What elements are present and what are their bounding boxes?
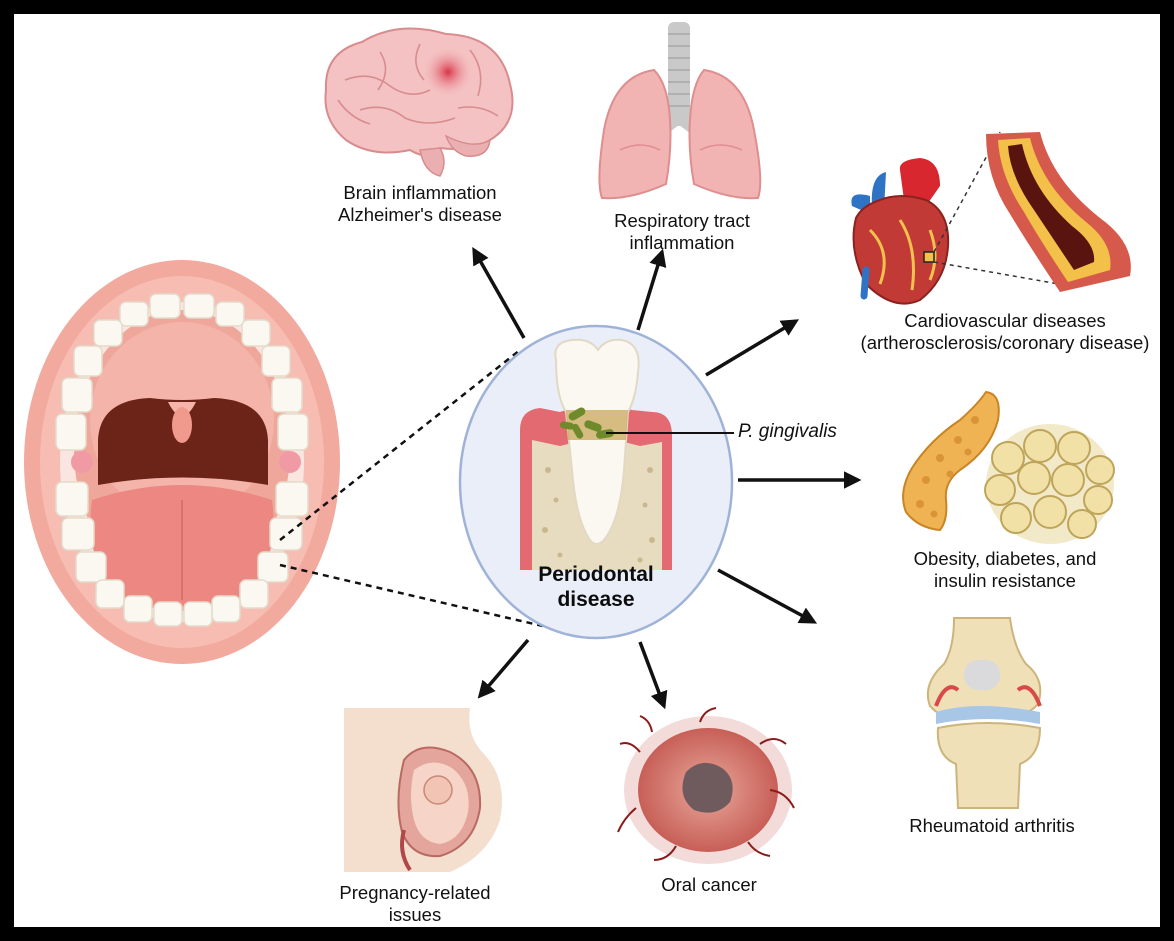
respiratory-label: Respiratory tract inflammation bbox=[572, 210, 792, 254]
lungs-icon bbox=[599, 22, 760, 198]
tumor-icon bbox=[618, 708, 794, 864]
cardiovascular-label: Cardiovascular diseases (artherosclerosi… bbox=[842, 310, 1168, 354]
metabolic-label: Obesity, diabetes, and insulin resistanc… bbox=[880, 548, 1130, 592]
brain-label: Brain inflammation Alzheimer's disease bbox=[300, 182, 540, 226]
brain-icon bbox=[325, 29, 512, 176]
pregnancy-icon bbox=[344, 708, 502, 872]
pancreas-icon bbox=[903, 392, 999, 530]
arrow-cardio bbox=[706, 321, 796, 375]
arrow-arthritis bbox=[718, 570, 814, 622]
arrow-pregnancy bbox=[480, 640, 528, 696]
arrow-brain bbox=[474, 250, 524, 338]
artery-plaque-icon bbox=[986, 132, 1131, 292]
knee-joint-icon bbox=[928, 618, 1040, 808]
arthritis-label: Rheumatoid arthritis bbox=[872, 815, 1112, 837]
fat-cells-icon bbox=[985, 424, 1114, 544]
arrow-respiratory bbox=[638, 252, 662, 330]
pregnancy-label: Pregnancy-related issues bbox=[310, 882, 520, 926]
arrow-oral-cancer bbox=[640, 642, 664, 706]
open-mouth-icon bbox=[24, 260, 340, 664]
oral-cancer-label: Oral cancer bbox=[614, 874, 804, 896]
periodontal-disease-label: Periodontal disease bbox=[520, 562, 672, 612]
pathogen-label: P. gingivalis bbox=[738, 421, 837, 443]
